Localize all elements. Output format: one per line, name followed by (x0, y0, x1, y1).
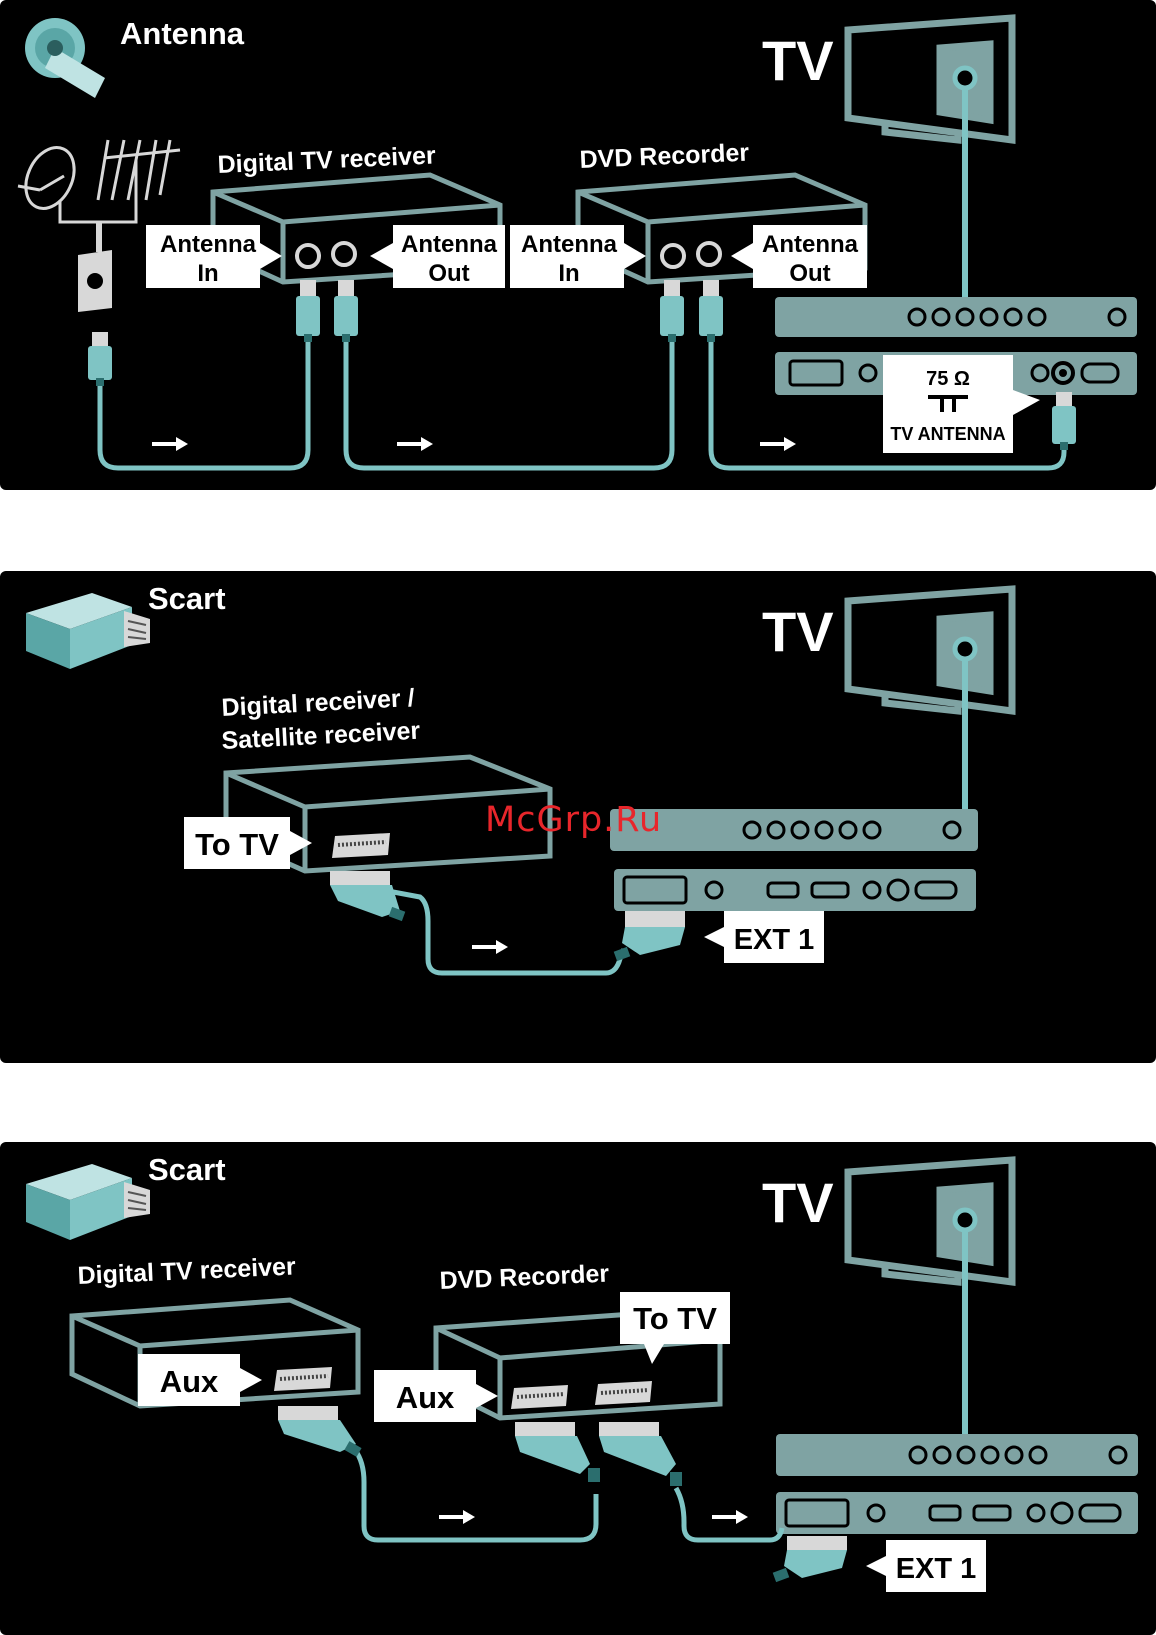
svg-text:EXT 1: EXT 1 (734, 924, 815, 956)
dvd-recorder-label: DVD Recorder (579, 139, 750, 174)
svg-text:Out: Out (789, 260, 830, 287)
receiver-aux-scart-port (274, 1367, 332, 1391)
tv-label: TV (762, 1171, 834, 1234)
tv-rear-panel-top (610, 809, 978, 851)
svg-text:75 Ω: 75 Ω (926, 368, 970, 390)
tv-label: TV (762, 29, 834, 92)
svg-text:Aux: Aux (160, 1364, 219, 1399)
tv-set-icon (848, 1160, 1012, 1282)
tv-antenna-port (1059, 369, 1067, 377)
dvd-recorder-label: DVD Recorder (439, 1260, 610, 1295)
svg-text:Antenna: Antenna (401, 231, 498, 258)
receiver-scart-port (332, 833, 390, 858)
watermark: McGrp.Ru (485, 800, 662, 840)
signal-flow-arrow (472, 940, 508, 954)
dvd-aux-scart-port (511, 1385, 568, 1409)
ext1-callout: EXT 1 (704, 911, 824, 963)
tv-label: TV (762, 600, 834, 663)
antenna-plug-icon (25, 18, 105, 98)
svg-text:In: In (197, 260, 218, 287)
dvd-antenna-in-port (662, 245, 684, 267)
panel-title: Scart (148, 581, 226, 616)
svg-text:To TV: To TV (633, 1301, 717, 1336)
receiver-antenna-in-port (297, 245, 319, 267)
ext1-callout: EXT 1 (866, 1540, 986, 1592)
scart-chain-connection-panel: Scart TV Digital TV receiver DVD Recorde… (0, 1142, 1156, 1635)
signal-flow-arrows (152, 437, 796, 451)
svg-text:Antenna: Antenna (762, 231, 859, 258)
tv-rear-panel-bottom (614, 869, 976, 911)
svg-text:Antenna: Antenna (160, 231, 257, 258)
svg-text:Aux: Aux (396, 1380, 455, 1415)
aerial-antenna-icon (98, 140, 180, 222)
panel-title: Antenna (120, 16, 245, 51)
svg-text:TV ANTENNA: TV ANTENNA (890, 424, 1005, 444)
scart-plug-icon (26, 1164, 150, 1240)
antenna-diagram: Antenna TV Digital TV receiver (0, 0, 1156, 490)
scart-chain-diagram: Scart TV Digital TV receiver DVD Recorde… (0, 1142, 1156, 1635)
svg-text:Out: Out (428, 260, 469, 287)
svg-text:In: In (558, 260, 579, 287)
receiver-antenna-out-port (333, 243, 355, 265)
svg-text:To TV: To TV (195, 827, 279, 862)
svg-text:Antenna: Antenna (521, 231, 618, 258)
digital-tv-receiver-label: Digital TV receiver (77, 1252, 296, 1290)
scart-plug-icon (26, 593, 150, 669)
tv-set-icon (848, 589, 1012, 711)
tv-set-icon (848, 18, 1012, 140)
satellite-dish-icon (17, 140, 136, 222)
tv-rear-panel-bottom (776, 1492, 1138, 1534)
antenna-connection-panel: Antenna TV Digital TV receiver (0, 0, 1156, 490)
digital-tv-receiver-label: Digital TV receiver (217, 141, 436, 179)
dvd-to-tv-scart-port (595, 1381, 652, 1405)
panel-title: Scart (148, 1152, 226, 1187)
dvd-antenna-out-port (698, 243, 720, 265)
satellite-receiver-label: Satellite receiver (221, 717, 421, 755)
wall-socket-icon (78, 250, 112, 312)
svg-text:EXT 1: EXT 1 (896, 1553, 977, 1585)
digital-receiver-label: Digital receiver / (221, 684, 415, 722)
